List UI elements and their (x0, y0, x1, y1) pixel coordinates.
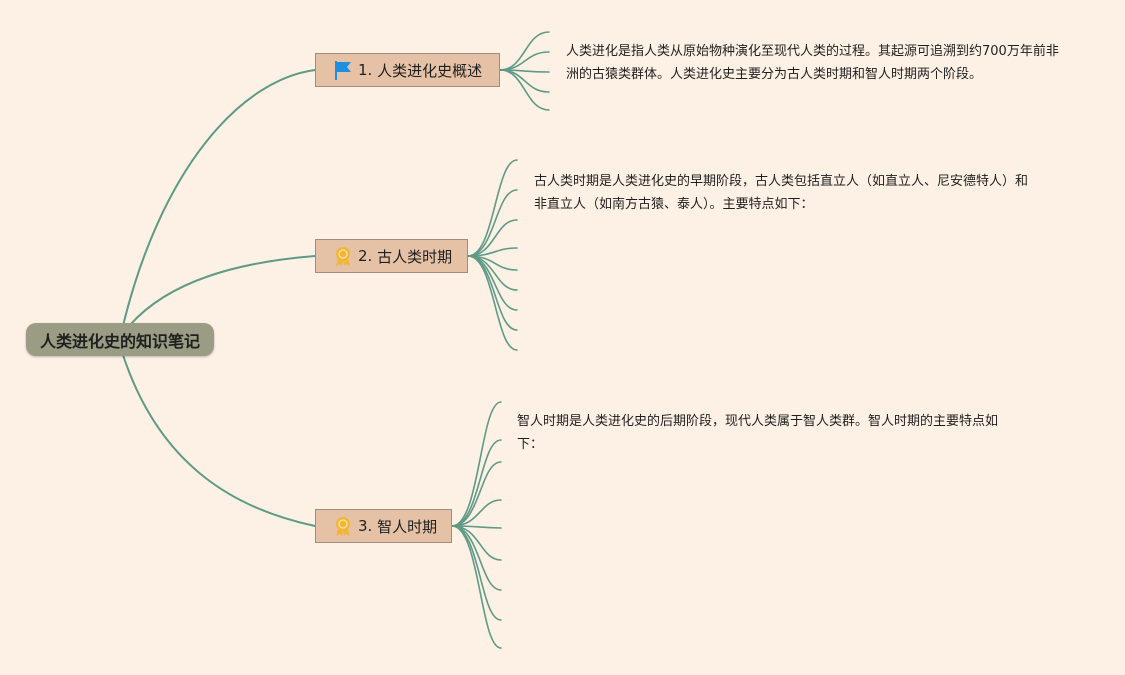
root-node-label: 人类进化史的知识笔记 (39, 331, 200, 351)
topic-node-overview[interactable]: 1. 人类进化史概述 (315, 53, 500, 87)
branch-root-topic-3 (121, 351, 316, 527)
branch-root-topic-1 (121, 69, 316, 331)
flag-icon (332, 59, 354, 81)
award-badge-icon (332, 515, 354, 537)
topic-label: 人类进化史概述 (377, 61, 483, 80)
topic-number: 1. (358, 61, 373, 79)
topic-description-archaic-humans: 古人类时期是人类进化史的早期阶段，古人类包括直立人（如直立人、尼安德特人）和非直… (534, 174, 1029, 212)
topic-description-overview: 人类进化是指人类从原始物种演化至现代人类的过程。其起源可追溯到约700万年前非洲… (566, 44, 1059, 82)
topic-number: 3. (358, 517, 373, 535)
topic-node-homo-sapiens[interactable]: 3. 智人时期 (315, 509, 452, 543)
topic-node-archaic-humans[interactable]: 2. 古人类时期 (315, 239, 468, 273)
topic-number: 2. (358, 247, 373, 265)
topic-label: 古人类时期 (377, 247, 453, 266)
topic-description-homo-sapiens: 智人时期是人类进化史的后期阶段，现代人类属于智人类群。智人时期的主要特点如下： (517, 414, 999, 452)
award-badge-icon (332, 245, 354, 267)
root-node[interactable]: 人类进化史的知识笔记 (26, 323, 214, 356)
branch-root-topic-2 (129, 255, 316, 326)
topic-label: 智人时期 (377, 517, 438, 536)
